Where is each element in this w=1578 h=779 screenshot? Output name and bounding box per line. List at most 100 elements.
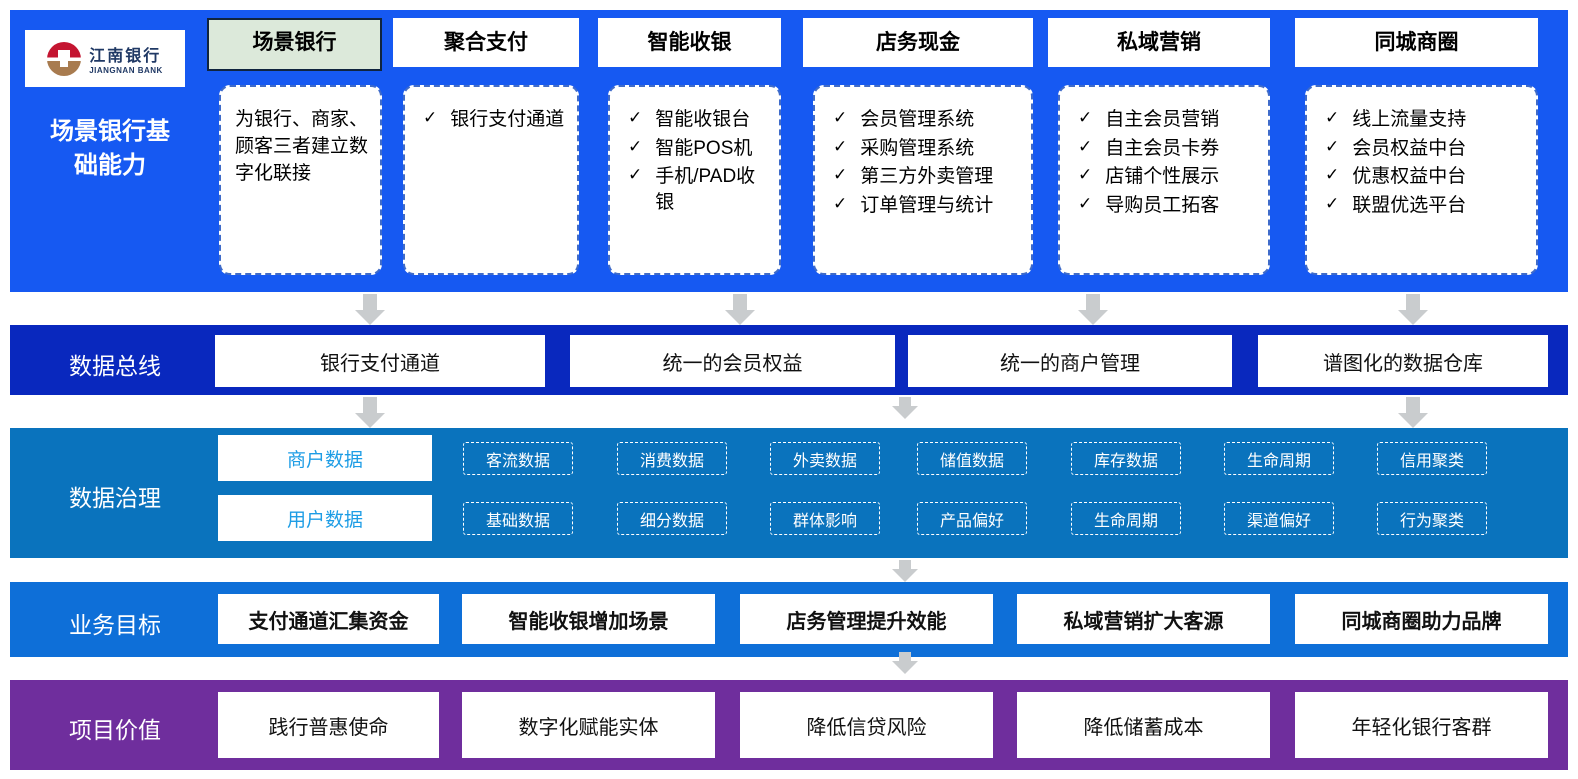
category-merchant-data: 商户数据	[218, 435, 432, 481]
goal-box-store-management: 店务管理提升效能	[740, 594, 993, 644]
data-tag: 客流数据	[463, 442, 573, 475]
list-item-label: 自主会员营销	[1105, 109, 1220, 130]
list-item: ✓ 会员权益中台	[1325, 136, 1526, 162]
down-arrow-icon	[892, 652, 918, 674]
check-icon: ✓	[1325, 193, 1340, 213]
list-item: ✓ 订单管理与统计	[833, 193, 1021, 219]
column-header-city-business-circle: 同城商圈	[1295, 18, 1538, 67]
list-item-label: 联盟优选平台	[1352, 194, 1467, 216]
data-tag: 基础数据	[463, 502, 573, 535]
list-item-label: 采购管理系统	[860, 137, 975, 159]
list-item: ✓优惠权益中台	[1325, 164, 1526, 190]
check-icon: ✓	[1325, 165, 1340, 185]
value-box-younger-customers: 年轻化银行客群	[1295, 692, 1548, 758]
data-bus-box-payment-channel: 银行支付通道	[215, 335, 545, 387]
data-tag: 外卖数据	[770, 442, 880, 475]
data-governance-label: 数据治理	[69, 485, 161, 511]
down-arrow-icon	[725, 294, 755, 325]
business-goals-label: 业务目标	[69, 612, 161, 638]
goal-box-payment-channel: 支付通道汇集资金	[218, 594, 439, 644]
column-box-store-cash: ✓ 会员管理系统 ✓ 采购管理系统 ✓ 第三方外卖管理 ✓ 订单管理与统计	[813, 85, 1033, 275]
check-icon: ✓	[1078, 136, 1093, 156]
check-icon: ✓	[628, 165, 643, 185]
check-icon: ✓	[833, 193, 848, 213]
list-item: ✓自主会员营销	[1078, 107, 1258, 133]
check-icon: ✓	[1078, 165, 1093, 185]
project-value-section: 项目价值 践行普惠使命 数字化赋能实体 降低信贷风险 降低储蓄成本 年轻化银行客…	[10, 680, 1568, 770]
data-tag: 渠道偏好	[1224, 502, 1334, 535]
check-icon: ✓	[1325, 108, 1340, 127]
data-bus-box-member-rights: 统一的会员权益	[570, 335, 895, 387]
list-item-label: 导购员工拓客	[1105, 194, 1220, 216]
list-item-label: 智能POS机	[655, 137, 753, 159]
check-icon: ✓	[628, 108, 643, 127]
list-item: ✓ 手机/PAD收银	[628, 164, 769, 215]
check-icon: ✓	[423, 108, 438, 127]
column-private-domain-marketing: 私域营销 ✓自主会员营销 ✓自主会员卡券 ✓店铺个性展示 ✓导购员工拓客	[1048, 10, 1270, 292]
down-arrow-icon	[892, 560, 918, 582]
list-item-label: 会员管理系统	[860, 109, 975, 130]
check-icon: ✓	[1325, 136, 1340, 156]
list-item-label: 订单管理与统计	[860, 194, 994, 216]
data-tag: 储值数据	[917, 442, 1027, 475]
data-tag: 消费数据	[617, 442, 727, 475]
data-bus-box-merchant-management: 统一的商户管理	[908, 335, 1232, 387]
list-item-label: 手机/PAD收银	[655, 166, 756, 213]
capability-section-label: 场景银行基础能力	[50, 118, 170, 179]
list-item-label: 会员权益中台	[1352, 137, 1467, 159]
column-box-scenario-bank: 为银行、商家、顾客三者建立数字化联接	[219, 85, 382, 275]
data-tag: 产品偏好	[917, 502, 1027, 535]
column-smart-cashier: 智能收银 ✓智能收银台 ✓智能POS机 ✓手机/PAD收银	[598, 10, 781, 292]
data-tag: 库存数据	[1071, 442, 1181, 475]
list-item: ✓导购员工拓客	[1078, 193, 1258, 219]
down-arrow-icon	[892, 397, 918, 419]
list-item: ✓ 联盟优选平台	[1325, 193, 1526, 219]
down-arrow-icon	[1398, 294, 1428, 325]
column-header-store-cash: 店务现金	[803, 18, 1033, 67]
data-tag: 群体影响	[770, 502, 880, 535]
scenario-bank-description: 为银行、商家、顾客三者建立数字化联接	[235, 109, 369, 184]
column-header-private-domain-marketing: 私域营销	[1048, 18, 1270, 67]
column-box-smart-cashier: ✓智能收银台 ✓ 智能POS机 ✓ 手机/PAD收银	[608, 85, 781, 275]
list-item: ✓ 店铺个性展示	[1078, 164, 1258, 190]
list-item: ✓ 银行支付通道	[423, 107, 567, 133]
value-box-credit-risk: 降低信贷风险	[740, 692, 993, 758]
column-box-city-business-circle: ✓ 线上流量支持 ✓ 会员权益中台 ✓优惠权益中台 ✓ 联盟优选平台	[1305, 85, 1538, 275]
value-box-digital-empowerment: 数字化赋能实体	[462, 692, 715, 758]
column-store-cash: 店务现金 ✓ 会员管理系统 ✓ 采购管理系统 ✓ 第三方外卖管理 ✓ 订单管理与统计	[803, 10, 1033, 292]
bank-name-en: JIANGNAN BANK	[89, 66, 163, 75]
down-arrow-icon	[355, 294, 385, 325]
list-item: ✓ 智能POS机	[628, 136, 769, 162]
goal-box-smart-cashier: 智能收银增加场景	[462, 594, 715, 644]
list-item-label: 第三方外卖管理	[860, 166, 994, 188]
column-box-private-domain-marketing: ✓自主会员营销 ✓自主会员卡券 ✓店铺个性展示 ✓导购员工拓客	[1058, 85, 1270, 275]
check-icon: ✓	[833, 108, 848, 127]
check-icon: ✓	[628, 136, 643, 156]
down-arrow-icon	[1398, 397, 1428, 428]
data-governance-section: 数据治理 商户数据 客流数据 消费数据 外卖数据 储值数据 库存数据 生命周期 …	[10, 428, 1568, 558]
data-tag: 细分数据	[617, 502, 727, 535]
bank-name-cn: 江南银行	[89, 48, 162, 65]
check-icon: ✓	[833, 136, 848, 156]
column-box-aggregate-payment: ✓ 银行支付通道	[403, 85, 579, 275]
down-arrow-icon	[355, 397, 385, 428]
data-tag: 行为聚类	[1377, 502, 1487, 535]
down-arrow-icon	[1078, 294, 1108, 325]
value-box-savings-cost: 降低储蓄成本	[1017, 692, 1270, 758]
list-item-label: 银行支付通道	[450, 109, 565, 130]
project-value-label: 项目价值	[69, 717, 161, 743]
column-scenario-bank: 场景银行 为银行、商家、顾客三者建立数字化联接	[207, 10, 382, 292]
data-bus-section: 数据总线 银行支付通道 统一的会员权益 统一的商户管理 谱图化的数据仓库	[10, 325, 1568, 395]
check-icon: ✓	[833, 165, 848, 185]
list-item: ✓智能收银台	[628, 107, 769, 133]
list-item-label: 店铺个性展示	[1105, 166, 1220, 188]
data-bus-box-data-warehouse: 谱图化的数据仓库	[1258, 335, 1548, 387]
business-goals-section: 业务目标 支付通道汇集资金 智能收银增加场景 店务管理提升效能 私域营销扩大客源…	[10, 582, 1568, 657]
data-tag: 生命周期	[1071, 502, 1181, 535]
bank-logo-icon	[47, 41, 82, 76]
list-item: ✓ 线上流量支持	[1325, 107, 1526, 133]
bank-logo: 江南银行 JIANGNAN BANK	[25, 30, 185, 87]
value-box-inclusive-mission: 践行普惠使命	[218, 692, 439, 758]
list-item-label: 线上流量支持	[1352, 109, 1467, 130]
